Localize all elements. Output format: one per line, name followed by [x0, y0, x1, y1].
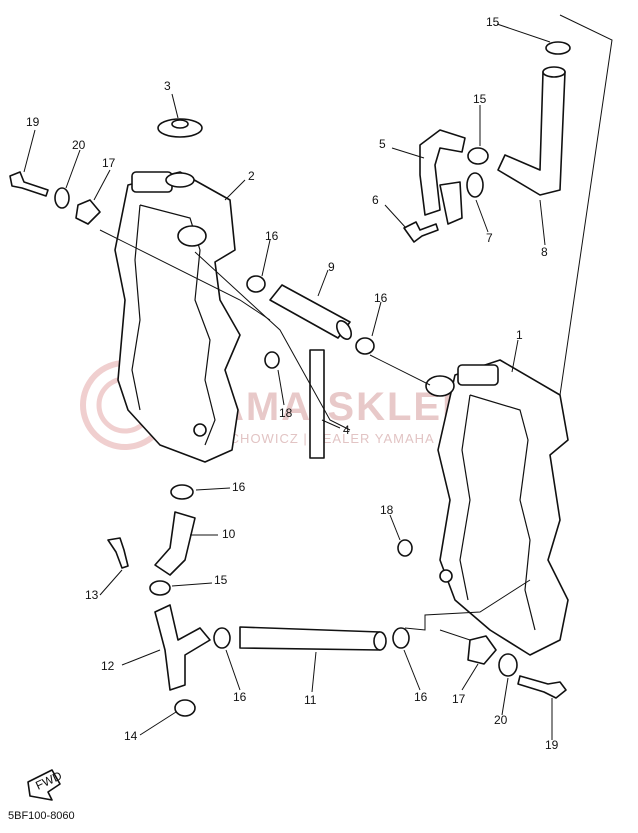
- callout-6: 6: [372, 193, 379, 207]
- callout-19-right: 19: [545, 738, 559, 752]
- fwd-arrow-icon: FWD: [27, 768, 64, 801]
- diagram-code: 5BF100-8060: [8, 810, 75, 822]
- clamp-15-top: [545, 41, 571, 55]
- washer-20-right: [498, 653, 518, 677]
- callout-18-right: 18: [380, 503, 394, 517]
- hose-11: [239, 626, 381, 651]
- grommet-18-right: [397, 539, 413, 557]
- callout-16-e: 16: [414, 690, 428, 704]
- callout-3: 3: [164, 79, 171, 93]
- clamp-16-c: [170, 484, 194, 500]
- callout-4: 4: [343, 423, 350, 437]
- callout-7: 7: [486, 231, 493, 245]
- pipe-12: [154, 604, 211, 691]
- bolt-19-left: [9, 171, 49, 197]
- callout-numbers: 1 2 3 4 5 6 7 8 9 10 11 12 13 14 15 15 1…: [26, 15, 559, 752]
- hose-9: [269, 284, 351, 339]
- clamp-16-b: [355, 337, 375, 355]
- callout-9: 9: [328, 260, 335, 274]
- damper-17-left: [75, 199, 101, 225]
- callout-17-right: 17: [452, 692, 466, 706]
- clamp-16-a: [246, 275, 266, 293]
- callout-12: 12: [101, 659, 115, 673]
- callout-16-a: 16: [265, 229, 279, 243]
- callout-18-left: 18: [279, 406, 293, 420]
- callout-19-left: 19: [26, 115, 40, 129]
- callout-13: 13: [85, 588, 99, 602]
- callout-2: 2: [248, 169, 255, 183]
- washer-20-left: [54, 187, 70, 209]
- callout-14: 14: [124, 729, 138, 743]
- bolt-19-right: [517, 675, 567, 699]
- callout-15-bottom: 15: [214, 573, 228, 587]
- callout-8: 8: [541, 245, 548, 259]
- grommet-18-left: [264, 351, 280, 369]
- hose-10: [154, 511, 196, 576]
- hose-5: [419, 129, 466, 216]
- callout-20-left: 20: [72, 138, 86, 152]
- clamp-15-bottom: [149, 580, 171, 596]
- joint-5: [439, 181, 463, 225]
- bolt-13: [107, 537, 129, 569]
- o-ring-7: [466, 172, 484, 198]
- radiator-cap: [157, 118, 203, 138]
- callout-16-c: 16: [232, 480, 246, 494]
- callout-16-b: 16: [374, 291, 388, 305]
- guard-bar: [309, 349, 325, 459]
- callout-16-d: 16: [233, 690, 247, 704]
- callout-5: 5: [379, 137, 386, 151]
- callout-leaders: [23, 23, 553, 740]
- clamp-16-d: [213, 627, 231, 649]
- callout-15-top: 15: [486, 15, 500, 29]
- assembly-lines: [99, 14, 613, 641]
- callout-11: 11: [304, 693, 317, 707]
- bolt-6: [403, 221, 439, 243]
- callout-15-mid: 15: [473, 92, 487, 106]
- callout-10: 10: [222, 527, 236, 541]
- callout-20-right: 20: [494, 713, 508, 727]
- o-ring-14: [174, 699, 196, 717]
- hose-8: [497, 71, 566, 196]
- left-radiator: [114, 171, 241, 463]
- callout-17-left: 17: [102, 156, 116, 170]
- right-radiator: [425, 359, 569, 656]
- callout-1: 1: [516, 328, 523, 342]
- clamp-15-mid: [467, 147, 489, 165]
- damper-17-right: [467, 635, 497, 665]
- clamp-16-e: [392, 627, 410, 649]
